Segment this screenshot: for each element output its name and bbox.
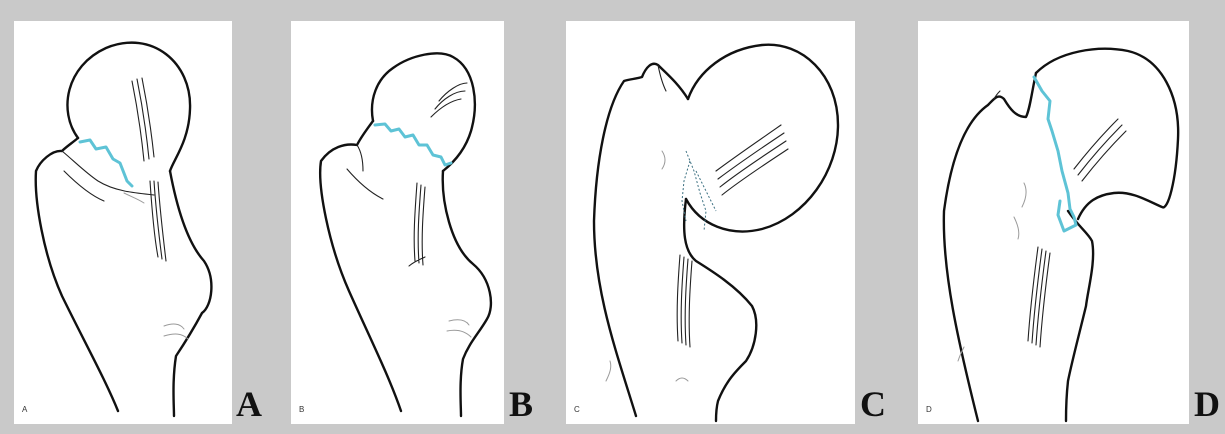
trochanter-line — [347, 169, 383, 199]
panel-big-label: B — [509, 386, 533, 422]
fracture-line — [375, 124, 451, 165]
faint-marks — [124, 193, 188, 339]
trabecular-lines — [132, 78, 166, 261]
panel-small-label: D — [926, 405, 932, 414]
faint-marks — [958, 183, 1026, 361]
faint-marks — [606, 151, 688, 381]
femur-outline — [594, 64, 756, 421]
panel-small-label: A — [22, 405, 27, 414]
femur-illustration-b — [291, 21, 504, 424]
fracture-line — [80, 140, 132, 186]
panel-big-label: D — [1194, 386, 1220, 422]
panel-small-label: B — [299, 405, 304, 414]
panel-b: B B — [291, 21, 504, 424]
femur-illustration-c — [566, 21, 855, 424]
femoral-head-outline — [372, 53, 475, 171]
panel-a: A A — [14, 21, 232, 424]
panel-d: D D — [918, 21, 1189, 424]
panel-c: C C — [566, 21, 855, 424]
trabecular-lines — [1028, 119, 1126, 347]
femur-outline — [320, 121, 491, 416]
femur-outline — [944, 73, 1093, 421]
faint-marks — [447, 320, 471, 337]
femur-outline — [36, 138, 212, 416]
fracture-line — [1034, 77, 1076, 231]
panel-small-label: C — [574, 405, 580, 414]
femur-illustration-a — [14, 21, 232, 424]
trabecular-lines — [677, 125, 788, 347]
femoral-head-outline — [1036, 49, 1178, 219]
trabecular-lines — [409, 83, 467, 266]
femur-illustration-d — [918, 21, 1189, 424]
panel-big-label: C — [860, 386, 886, 422]
femoral-head-outline — [67, 43, 190, 171]
neck-line — [62, 151, 154, 195]
trochanter-line — [64, 171, 104, 201]
dashed-fracture-line — [682, 151, 716, 231]
neck-line — [357, 145, 363, 171]
panel-big-label: A — [236, 386, 262, 422]
